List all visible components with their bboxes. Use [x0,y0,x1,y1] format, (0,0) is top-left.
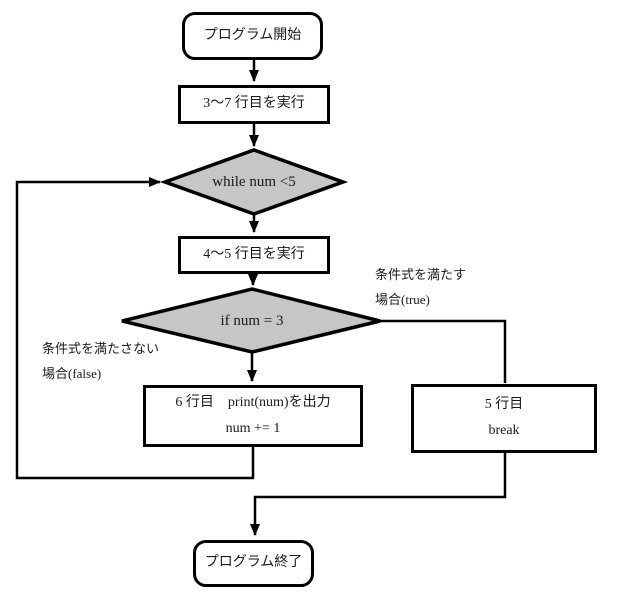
while-condition-diamond [159,148,349,216]
process-lines-3-7-label: 3〜7 行目を実行 [203,96,305,112]
false-branch-annotation-line1: 条件式を満たさない [42,341,160,356]
true-branch-annotation-line2: 場合(true) [375,292,430,307]
process-line-5-break-line1: 5 行目 [484,397,524,413]
if-condition-diamond [121,287,381,354]
true-branch-annotation-line1: 条件式を満たす [375,267,467,282]
false-branch-annotation-line2: 場合(false) [42,366,102,381]
process-line-5-break: 5 行目 break [411,384,597,453]
false-branch-annotation: 条件式を満たさない 場合(false) [42,336,159,386]
process-lines-3-7: 3〜7 行目を実行 [178,85,330,124]
process-line-6-print: 6 行目 print(num)を出力 num += 1 [143,385,363,447]
process-line-5-break-line2: break [488,423,520,438]
while-condition-label: while num <5 [212,173,296,190]
process-lines-4-5: 4〜5 行目を実行 [178,236,330,274]
start-label: プログラム開始 [203,27,302,43]
process-lines-4-5-label: 4〜5 行目を実行 [203,246,305,262]
process-line-6-print-line2: num += 1 [225,420,281,436]
start-terminal: プログラム開始 [182,12,323,60]
end-label: プログラム終了 [204,555,303,571]
process-line-6-print-line1: 6 行目 print(num)を出力 [175,394,331,410]
end-terminal: プログラム終了 [193,540,314,587]
edge-breakbox-to-end [250,453,507,536]
if-condition-label: if num = 3 [220,312,284,329]
true-branch-annotation: 条件式を満たす 場合(true) [375,262,466,312]
edge-loopback-to-while [15,177,255,480]
edge-if-true-to-breakbox [380,319,507,383]
